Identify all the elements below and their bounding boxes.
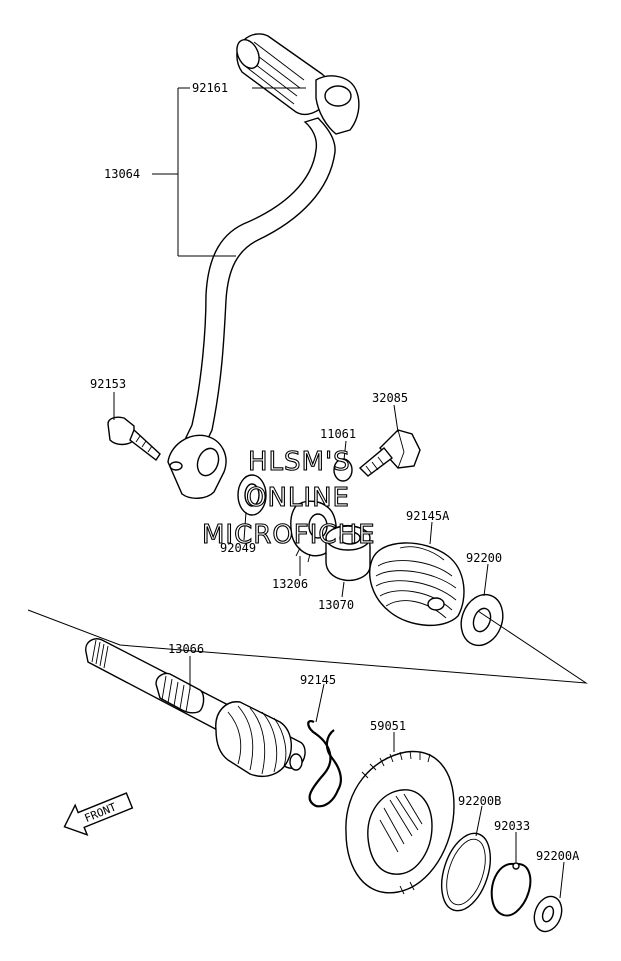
label-92153: 92153 [90, 377, 126, 391]
label-59051: 59051 [370, 719, 406, 733]
label-32085: 32085 [372, 391, 408, 405]
label-13064: 13064 [104, 167, 140, 181]
circlip-92033 [490, 862, 532, 917]
ratchet-13206 [290, 500, 337, 563]
bolt-92153 [107, 416, 161, 462]
washer-92200 [460, 593, 504, 647]
kick-pedal-assembly [107, 33, 360, 499]
label-13206: 13206 [272, 577, 308, 591]
spindle-cluster [237, 429, 504, 647]
label-11061: 11061 [320, 427, 356, 441]
label-92200B: 92200B [458, 794, 501, 808]
label-92161: 92161 [192, 81, 228, 95]
washer-92049 [237, 474, 267, 516]
spring-92145A [369, 542, 465, 627]
watermark: HLSM'S ONLINE MICROFICHE [201, 446, 376, 550]
label-13070: 13070 [318, 598, 354, 612]
label-92200: 92200 [466, 551, 502, 565]
label-92145: 92145 [300, 673, 336, 687]
part-labels: 92161 13064 92153 32085 11061 92145A 920… [90, 81, 580, 863]
kick-clamp [167, 434, 227, 499]
spring-clip-92145 [307, 720, 342, 808]
kick-gear-59051 [345, 750, 455, 895]
axis-guide [27, 609, 588, 684]
watermark-line-2: ONLINE [246, 483, 350, 513]
ring-11061 [333, 458, 353, 482]
washer-92200B [440, 832, 492, 912]
front-arrow-icon [63, 792, 134, 837]
bolt-32085 [358, 429, 421, 477]
watermark-line-1: HLSM'S [248, 447, 351, 477]
label-92033: 92033 [494, 819, 530, 833]
label-92200A: 92200A [536, 849, 580, 863]
leader-lines [113, 87, 565, 899]
front-arrow: FRONT [63, 792, 134, 837]
watermark-line-3: MICROFICHE [202, 520, 376, 550]
label-92049: 92049 [220, 541, 256, 555]
washer-92200A [533, 895, 563, 933]
kick-grip [236, 33, 331, 116]
label-13066: 13066 [168, 642, 204, 656]
kick-shaft-13066 [85, 638, 306, 778]
label-92145A: 92145A [406, 509, 450, 523]
